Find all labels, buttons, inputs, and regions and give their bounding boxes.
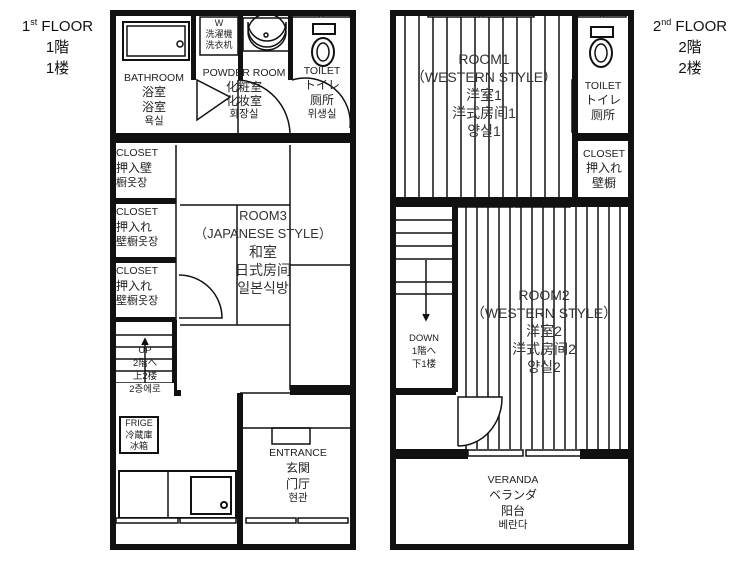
bathroom-zh: 浴室 bbox=[141, 100, 166, 114]
closet2-ko: 壁橱옷장 bbox=[116, 236, 159, 248]
powder-room-ja: 化粧室 bbox=[225, 80, 262, 94]
washer-label: W 洗濯機 洗衣机 bbox=[200, 18, 238, 51]
toilet2-label: TOILET トイレ 厕所 bbox=[577, 80, 629, 123]
floor2-word: FLOOR bbox=[675, 18, 728, 35]
floor2-title: 2nd FLOOR 2階 2楼 bbox=[640, 12, 740, 79]
stairs-down-zh: 下1楼 bbox=[411, 359, 437, 370]
fridge-ja: 冷蔵庫 bbox=[125, 429, 153, 440]
room2-zh: 洋式房间2 bbox=[512, 341, 576, 357]
toilet1-zh: 厕所 bbox=[309, 93, 334, 107]
room2-style: （WESTERN STYLE） bbox=[470, 305, 618, 321]
room3-ko: 일본식방 bbox=[237, 280, 289, 296]
room3-style: （JAPANESE STYLE） bbox=[194, 226, 332, 241]
room1-ja: 洋室1 bbox=[466, 87, 502, 103]
room3-zh: 日式房间 bbox=[235, 262, 291, 278]
floor2-title-zh: 2楼 bbox=[678, 60, 702, 77]
toilet1-ko: 위생실 bbox=[307, 108, 337, 120]
powder-room-zh: 化妆室 bbox=[225, 94, 262, 108]
stairs-down-ja: 1階へ bbox=[411, 346, 437, 357]
closet2-en: CLOSET bbox=[116, 206, 159, 218]
veranda-ko: 베란다 bbox=[498, 519, 528, 531]
toilet2-zh: 厕所 bbox=[590, 108, 615, 122]
closet2f-ja: 押入れ bbox=[585, 161, 622, 175]
toilet2-ja: トイレ bbox=[584, 93, 621, 107]
closet1-ko: 橱옷장 bbox=[116, 177, 148, 189]
closet1-en: CLOSET bbox=[116, 147, 159, 159]
room1-ko: 양실1 bbox=[467, 123, 501, 139]
powder-room-ko: 화장실 bbox=[229, 108, 259, 120]
veranda-zh: 阳台 bbox=[500, 504, 525, 518]
closet1-ja: 押入壁 bbox=[116, 161, 153, 175]
toilet1-en: TOILET bbox=[303, 65, 341, 77]
room3-en: ROOM3 bbox=[239, 208, 287, 223]
veranda-label: VERANDA ベランダ 阳台 베란다 bbox=[396, 474, 630, 532]
closet2f-zh: 壁橱 bbox=[591, 176, 616, 190]
floor2-ordinal: nd bbox=[661, 17, 672, 27]
room3-ja: 和室 bbox=[249, 244, 277, 260]
stairs-up-zh: 上2楼 bbox=[132, 371, 158, 382]
closet2-label: CLOSET 押入れ 壁橱옷장 bbox=[116, 206, 176, 250]
powder-room-en: POWDER ROOM bbox=[202, 67, 286, 79]
entrance-ja: 玄関 bbox=[285, 461, 310, 475]
fridge-zh: 冰箱 bbox=[129, 441, 148, 451]
room1-label: ROOM1 （WESTERN STYLE） 洋室1 洋式房间1 양실1 bbox=[396, 50, 572, 140]
veranda-ja: ベランダ bbox=[488, 488, 537, 502]
stairs-up-ja: 2階へ bbox=[132, 358, 158, 369]
fridge-en: FRIGE bbox=[125, 418, 153, 428]
room2-en: ROOM2 bbox=[518, 287, 570, 303]
entrance-label: ENTRANCE 玄関 门厅 현관 bbox=[244, 447, 352, 505]
entrance-zh: 门厅 bbox=[285, 477, 310, 491]
bathroom-ko: 욕실 bbox=[144, 115, 164, 127]
floor1-title-zh: 1楼 bbox=[45, 60, 70, 77]
washer-zh: 洗衣机 bbox=[205, 40, 233, 50]
floor1-word: FLOOR bbox=[41, 18, 94, 35]
fridge-label: FRIGE 冷蔵庫 冰箱 bbox=[120, 418, 158, 453]
closet3-ko: 壁橱옷장 bbox=[116, 295, 159, 307]
floor1-title-ja: 1階 bbox=[45, 39, 70, 56]
veranda-en: VERANDA bbox=[487, 474, 539, 486]
floor2-title-ja: 2階 bbox=[678, 39, 702, 56]
entrance-en: ENTRANCE bbox=[269, 447, 327, 459]
floor1-number: 1 bbox=[21, 18, 31, 35]
room2-ja: 洋室2 bbox=[526, 323, 562, 339]
closet1-label: CLOSET 押入壁 橱옷장 bbox=[116, 147, 174, 191]
bathroom-label: BATHROOM 浴室 浴室 욕실 bbox=[116, 72, 192, 128]
washer-ja: 洗濯機 bbox=[205, 29, 233, 39]
bathroom-ja: 浴室 bbox=[141, 85, 166, 99]
floor1-ordinal: st bbox=[30, 17, 38, 27]
stairs-up-ko: 2층에로 bbox=[116, 383, 174, 396]
toilet1-label: TOILET トイレ 厕所 위생실 bbox=[294, 65, 350, 121]
toilet2-en: TOILET bbox=[584, 80, 622, 92]
floor2-number: 2 bbox=[652, 18, 662, 35]
floor1-title: 1st FLOOR 1階 1楼 bbox=[10, 12, 105, 79]
room1-zh: 洋式房间1 bbox=[452, 105, 516, 121]
closet2-ja: 押入れ bbox=[116, 220, 153, 234]
closet3-en: CLOSET bbox=[116, 265, 159, 277]
closet3-ja: 押入れ bbox=[116, 279, 153, 293]
closet2f-label: CLOSET 押入れ 壁橱 bbox=[577, 148, 631, 191]
entrance-ko: 현관 bbox=[288, 492, 308, 504]
bathroom-en: BATHROOM bbox=[124, 72, 184, 84]
room2-label: ROOM2 （WESTERN STYLE） 洋室2 洋式房间2 양실2 bbox=[458, 286, 630, 376]
stairs-up-en: UP bbox=[138, 345, 152, 356]
closet2f-en: CLOSET bbox=[582, 148, 625, 160]
room3-label: ROOM3 （JAPANESE STYLE） 和室 日式房间 일본식방 bbox=[178, 207, 348, 297]
stairs-up-label: UP 2階へ 上2楼 2층에로 bbox=[116, 344, 174, 396]
stairs-down-label: DOWN 1階へ 下1楼 bbox=[396, 332, 452, 371]
stairs-down-en: DOWN bbox=[408, 333, 440, 344]
room2-ko: 양실2 bbox=[527, 359, 561, 375]
toilet1-ja: トイレ bbox=[303, 78, 340, 92]
washer-en: W bbox=[214, 18, 224, 28]
room1-en: ROOM1 bbox=[458, 51, 510, 67]
closet3-label: CLOSET 押入れ 壁橱옷장 bbox=[116, 265, 176, 309]
room1-style: （WESTERN STYLE） bbox=[410, 69, 558, 85]
powder-room-label: POWDER ROOM 化粧室 化妆室 화장실 bbox=[196, 67, 292, 121]
